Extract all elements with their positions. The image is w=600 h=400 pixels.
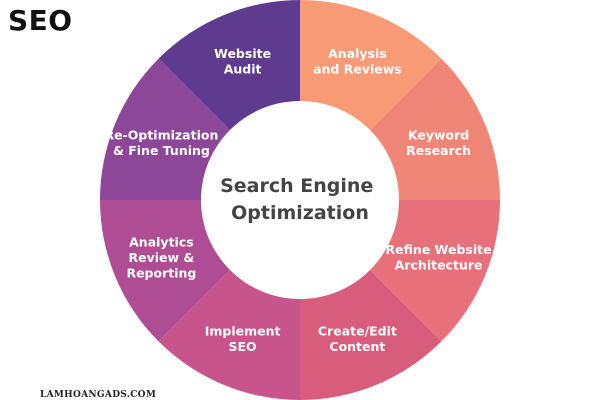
segment-label-7-line-1: Re-Optimization [104, 127, 218, 142]
center-title: Search Engine Optimization [220, 175, 380, 224]
segment-label-6-line-2: Review & [129, 250, 195, 265]
segment-label-8-line-1: Website [214, 46, 271, 61]
segment-label-1-line-1: Analysis [328, 46, 387, 61]
center-disc [201, 101, 399, 299]
segment-label-4-line-2: Content [329, 339, 385, 354]
segment-label-7: Re-Optimization& Fine Tuning [104, 127, 218, 158]
segment-label-2-line-2: Research [406, 143, 471, 158]
segment-label-3-line-2: Architecture [395, 258, 483, 273]
segment-label-4-line-1: Create/Edit [318, 323, 397, 338]
brand-title: SEO [8, 4, 73, 37]
segment-label-8-line-2: Audit [224, 62, 262, 77]
segment-label-6-line-3: Reporting [126, 265, 196, 280]
segment-label-7-line-2: & Fine Tuning [113, 143, 210, 158]
segment-label-2-line-1: Keyword [408, 127, 469, 142]
segment-label-1-line-2: and Reviews [313, 62, 402, 77]
center-title-line-2: Optimization [231, 202, 369, 224]
segment-label-5-line-2: SEO [229, 339, 257, 354]
center-title-line-1: Search Engine [220, 175, 373, 197]
segment-label-6-line-1: Analytics [129, 234, 194, 249]
watermark: LAMHOANGADS.COM [40, 390, 157, 400]
segment-label-3-line-1: Refine Website [386, 242, 492, 257]
segment-label-5-line-1: Implement [205, 323, 281, 338]
